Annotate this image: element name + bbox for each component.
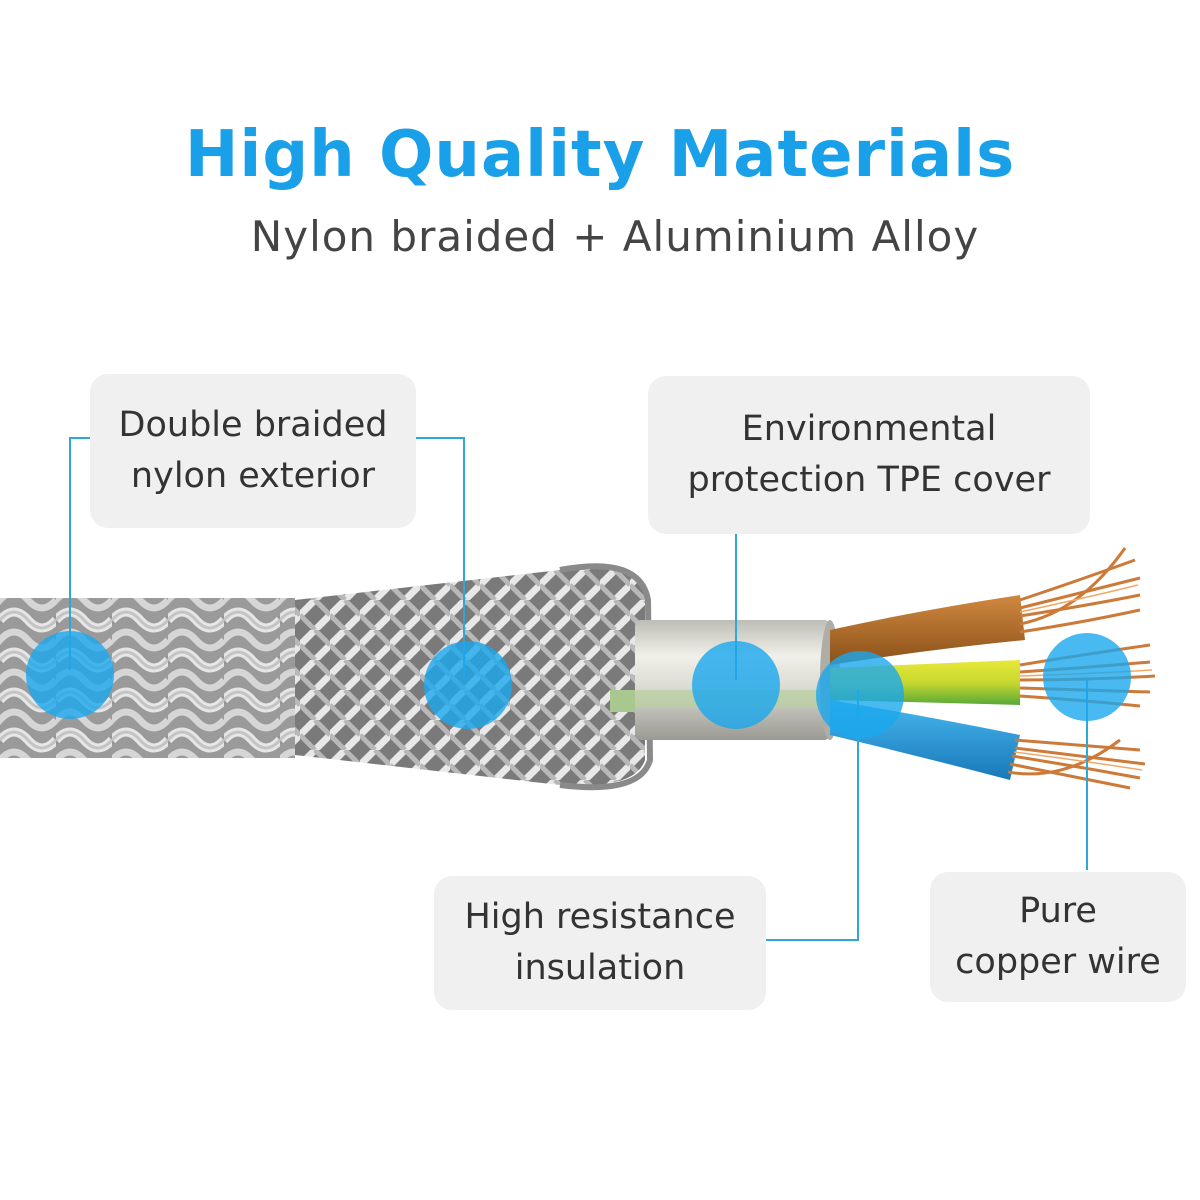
brown-wire (830, 595, 1025, 665)
label-insulation: High resistance insulation (434, 876, 766, 1010)
label-braid-line1: Double braided (118, 405, 388, 445)
label-copper-line2: copper wire (955, 942, 1161, 982)
callout-dots (26, 631, 1131, 739)
label-tpe: Environmental protection TPE cover (648, 376, 1090, 534)
label-copper: Pure copper wire (930, 872, 1186, 1002)
callout-lines (69, 437, 1088, 941)
page-title: High Quality Materials (184, 118, 1016, 192)
label-copper-line1: Pure (1019, 891, 1097, 931)
label-braid-line2: nylon exterior (130, 456, 376, 496)
page-subtitle: Nylon braided + Aluminium Alloy (250, 212, 980, 261)
label-insulation-line2: insulation (514, 948, 686, 988)
label-insulation-line1: High resistance (464, 897, 736, 937)
label-braid: Double braided nylon exterior (90, 374, 416, 528)
label-tpe-line1: Environmental (741, 409, 997, 449)
label-tpe-line2: protection TPE cover (687, 460, 1051, 500)
